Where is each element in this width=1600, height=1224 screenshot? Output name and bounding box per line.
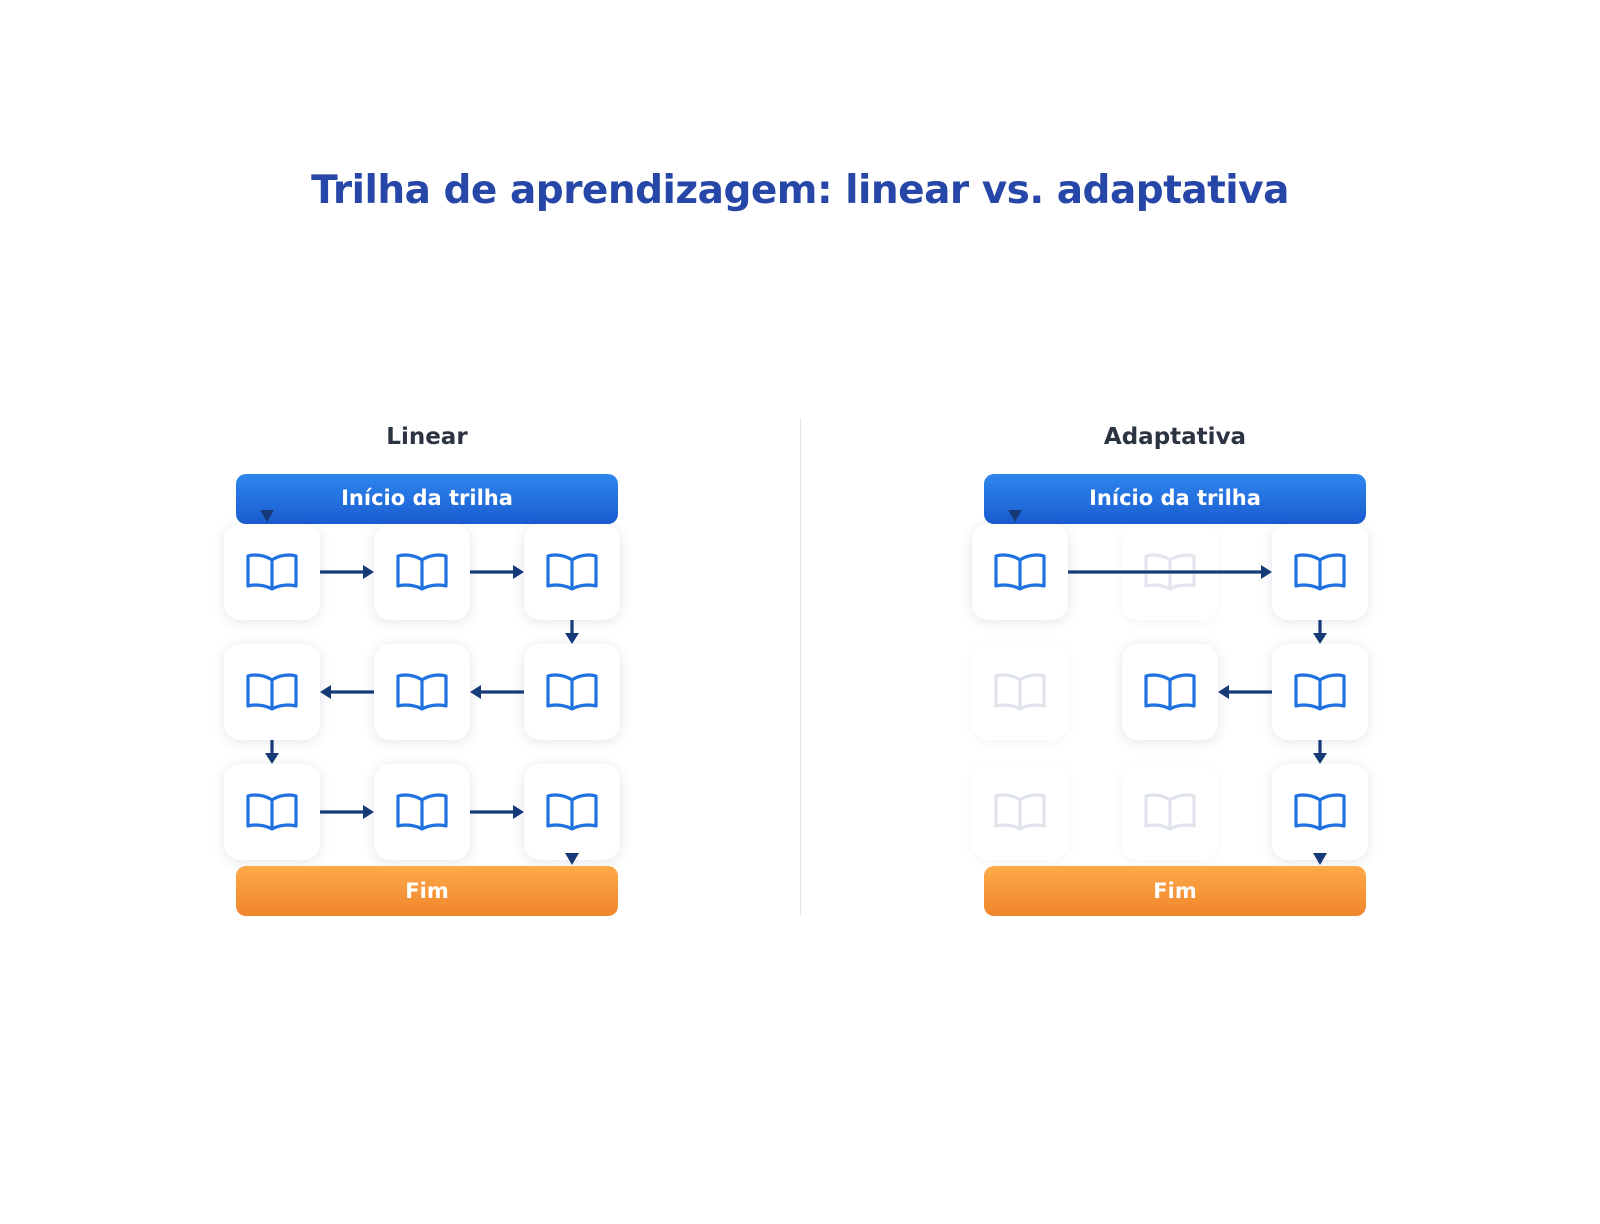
arrow-r2c2-r2c1	[320, 685, 374, 699]
skipped-tile-r3c2	[1122, 764, 1218, 860]
book-icon	[246, 673, 298, 711]
skipped-tile-r3c1	[972, 764, 1068, 860]
step-tile-r2c2	[374, 644, 470, 740]
arrow-r2c3-r2c2	[1218, 685, 1272, 699]
step-tile-r3c2	[374, 764, 470, 860]
skipped-tile-r1c2	[1122, 524, 1218, 620]
step-tile-r1c1	[972, 524, 1068, 620]
book-icon	[546, 793, 598, 831]
book-icon	[246, 793, 298, 831]
book-icon	[396, 793, 448, 831]
end-bar-linear: Fim	[236, 866, 618, 916]
arrow-r2c3-r2c2	[470, 685, 524, 699]
start-bar-linear: Início da trilha	[236, 474, 618, 524]
book-icon	[396, 553, 448, 591]
step-tile-r2c1	[224, 644, 320, 740]
book-icon	[1144, 673, 1196, 711]
book-icon	[396, 673, 448, 711]
panel-heading-adaptativa: Adaptativa	[1103, 424, 1247, 450]
step-tile-r3c1	[224, 764, 320, 860]
skipped-tile-r2c1	[972, 644, 1068, 740]
arrow-r2c3-r3c3	[1313, 740, 1327, 764]
book-icon	[1144, 553, 1196, 591]
step-tile-r3c3	[1272, 764, 1368, 860]
diagram-title: Trilha de aprendizagem: linear vs. adapt…	[311, 168, 1289, 213]
arrow-r1c2-r1c3	[470, 565, 524, 579]
book-icon	[1144, 793, 1196, 831]
step-tile-r2c3	[1272, 644, 1368, 740]
book-icon	[246, 553, 298, 591]
arrow-r1c3-r2c3	[1313, 620, 1327, 644]
step-tile-r3c3	[524, 764, 620, 860]
step-tile-r2c3	[524, 644, 620, 740]
end-bar-adaptativa: Fim	[984, 866, 1366, 916]
step-tile-r1c3	[1272, 524, 1368, 620]
arrow-r1c3-r2c3	[565, 620, 579, 644]
arrow-r3c2-r3c3	[470, 805, 524, 819]
step-tile-r1c1	[224, 524, 320, 620]
book-icon	[1294, 553, 1346, 591]
book-icon	[994, 553, 1046, 591]
panel-heading-linear: Linear	[386, 424, 468, 450]
book-icon	[994, 793, 1046, 831]
panel-adaptativa: Adaptativa Início da trilha Fim	[955, 420, 1395, 920]
panel-linear: Linear Início da trilha Fim	[207, 420, 647, 920]
arrow-r1c1-r1c2	[320, 565, 374, 579]
book-icon	[1294, 673, 1346, 711]
panel-divider	[800, 418, 801, 916]
step-tile-r1c3	[524, 524, 620, 620]
arrow-r2c1-r3c1	[265, 740, 279, 764]
book-icon	[546, 553, 598, 591]
step-tile-r1c2	[374, 524, 470, 620]
book-icon	[546, 673, 598, 711]
book-icon	[994, 673, 1046, 711]
book-icon	[1294, 793, 1346, 831]
step-tile-r2c2	[1122, 644, 1218, 740]
arrow-r3c1-r3c2	[320, 805, 374, 819]
start-bar-adaptativa: Início da trilha	[984, 474, 1366, 524]
